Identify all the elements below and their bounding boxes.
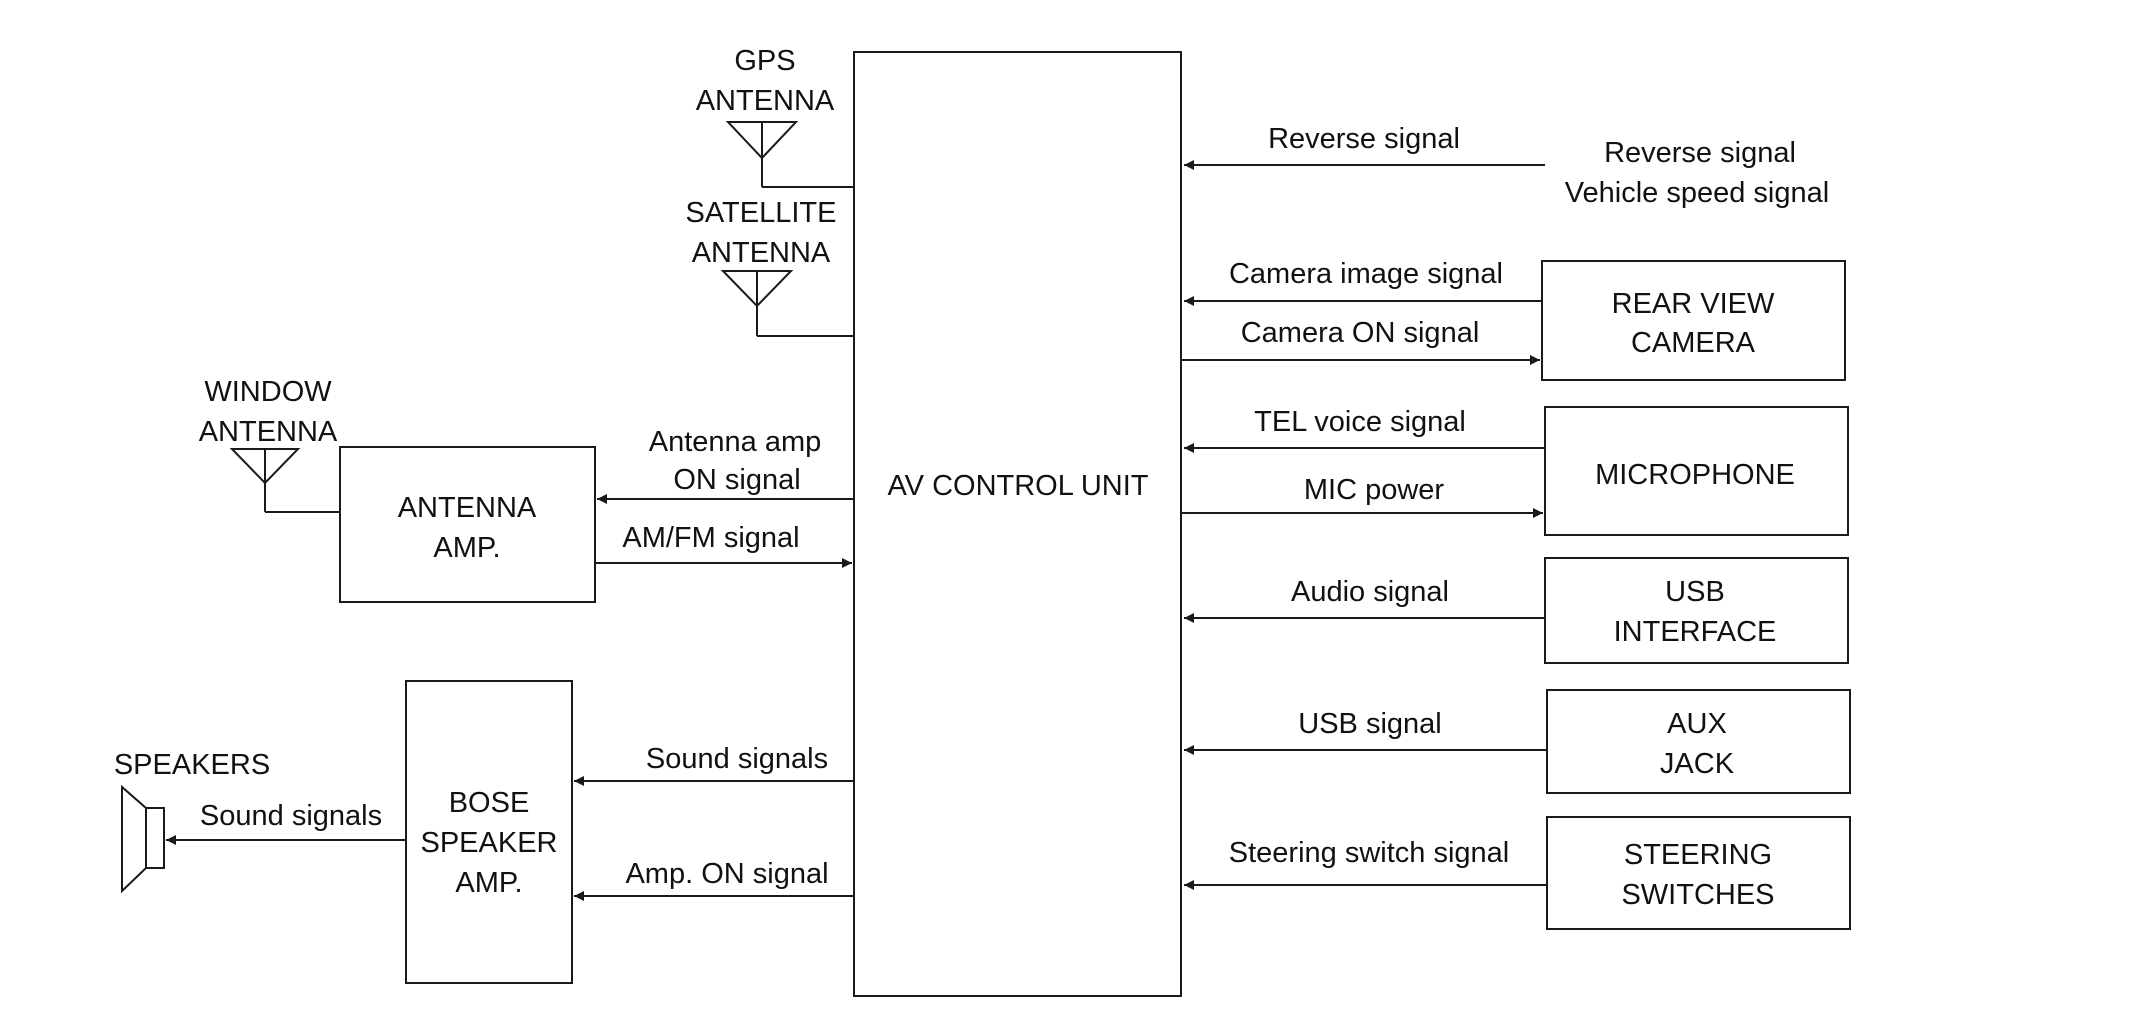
am-fm-signal-label: AM/FM signal xyxy=(622,522,799,554)
reverse-source-label-2: Vehicle speed signal xyxy=(1565,177,1829,209)
window-antenna-label-2: ANTENNA xyxy=(199,416,338,448)
usb-interface-box xyxy=(1544,557,1849,664)
gps-antenna-label-2: ANTENNA xyxy=(696,85,835,117)
steering-switch-signal-label: Steering switch signal xyxy=(1229,837,1509,869)
steering-switches-label-1: STEERING xyxy=(1624,839,1772,871)
gps-antenna-icon xyxy=(725,121,854,188)
window-antenna-icon xyxy=(229,448,340,513)
usb-interface-label-1: USB xyxy=(1665,576,1725,608)
microphone-label: MICROPHONE xyxy=(1595,459,1795,491)
camera-on-signal-label: Camera ON signal xyxy=(1241,317,1480,349)
speaker-icon xyxy=(121,784,165,894)
aux-jack-label-2: JACK xyxy=(1660,748,1735,780)
camera-image-signal-label: Camera image signal xyxy=(1229,258,1503,290)
reverse-source-label-1: Reverse signal xyxy=(1604,137,1796,169)
usb-interface-label-2: INTERFACE xyxy=(1614,616,1777,648)
bose-amp-label-1: BOSE xyxy=(449,787,530,819)
av-control-unit-label: AV CONTROL UNIT xyxy=(887,470,1148,502)
antenna-amp-label-1: ANTENNA xyxy=(398,492,537,524)
rear-view-camera-box xyxy=(1541,260,1846,381)
satellite-antenna-label-2: ANTENNA xyxy=(692,237,831,269)
sound-signals-label: Sound signals xyxy=(646,743,828,775)
antenna-amp-label-2: AMP. xyxy=(433,532,500,564)
tel-voice-signal-label: TEL voice signal xyxy=(1254,406,1466,438)
av-control-unit-box xyxy=(853,51,1182,997)
aux-jack-label-1: AUX xyxy=(1667,708,1727,740)
window-antenna-label-1: WINDOW xyxy=(204,376,332,408)
steering-switches-label-2: SWITCHES xyxy=(1621,879,1774,911)
mic-power-label: MIC power xyxy=(1304,474,1445,506)
usb-signal-label: USB signal xyxy=(1298,708,1441,740)
satellite-antenna-label-1: SATELLITE xyxy=(686,197,837,229)
rear-camera-label-2: CAMERA xyxy=(1631,327,1756,359)
gps-antenna-label-1: GPS xyxy=(734,45,795,77)
aux-jack-box xyxy=(1546,689,1851,794)
bose-speaker-amp-box xyxy=(405,680,573,984)
reverse-signal-label: Reverse signal xyxy=(1268,123,1460,155)
microphone-box xyxy=(1544,406,1849,536)
antenna-amp-on-signal-label-1: Antenna amp xyxy=(649,426,822,458)
bose-amp-label-3: AMP. xyxy=(455,867,522,899)
steering-switches-box xyxy=(1546,816,1851,930)
satellite-antenna-icon xyxy=(720,270,854,337)
antenna-amp-box xyxy=(339,446,596,603)
amp-on-signal-label: Amp. ON signal xyxy=(625,858,828,890)
speakers-label: SPEAKERS xyxy=(114,749,270,781)
audio-signal-label: Audio signal xyxy=(1291,576,1449,608)
antenna-amp-on-signal-label-2: ON signal xyxy=(673,464,800,496)
speaker-sound-signals-label: Sound signals xyxy=(200,800,382,832)
rear-camera-label-1: REAR VIEW xyxy=(1612,288,1775,320)
bose-amp-label-2: SPEAKER xyxy=(421,827,558,859)
